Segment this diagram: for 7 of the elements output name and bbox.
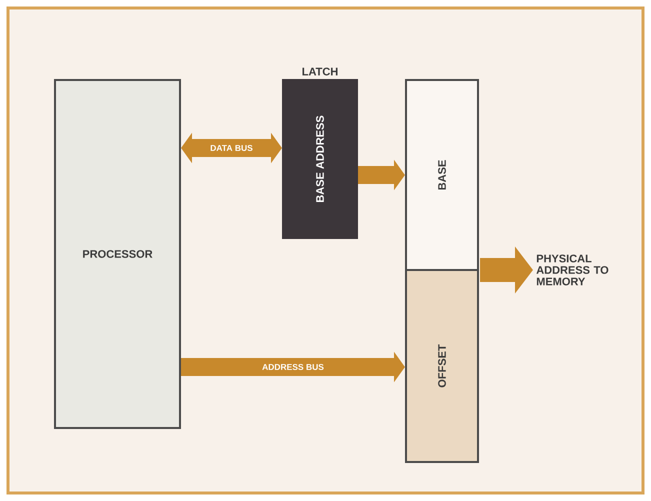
node-label: LATCH: [302, 68, 338, 76]
processor-box: PROCESSOR: [54, 79, 181, 429]
register-box: BASE: [405, 79, 479, 271]
register-box: OFFSET: [405, 269, 479, 463]
output-label: PHYSICAL ADDRESS TO MEMORY: [536, 254, 608, 286]
latch-box: BASE ADDRESS LATCH: [282, 68, 358, 239]
bus-arrow: [181, 132, 282, 164]
